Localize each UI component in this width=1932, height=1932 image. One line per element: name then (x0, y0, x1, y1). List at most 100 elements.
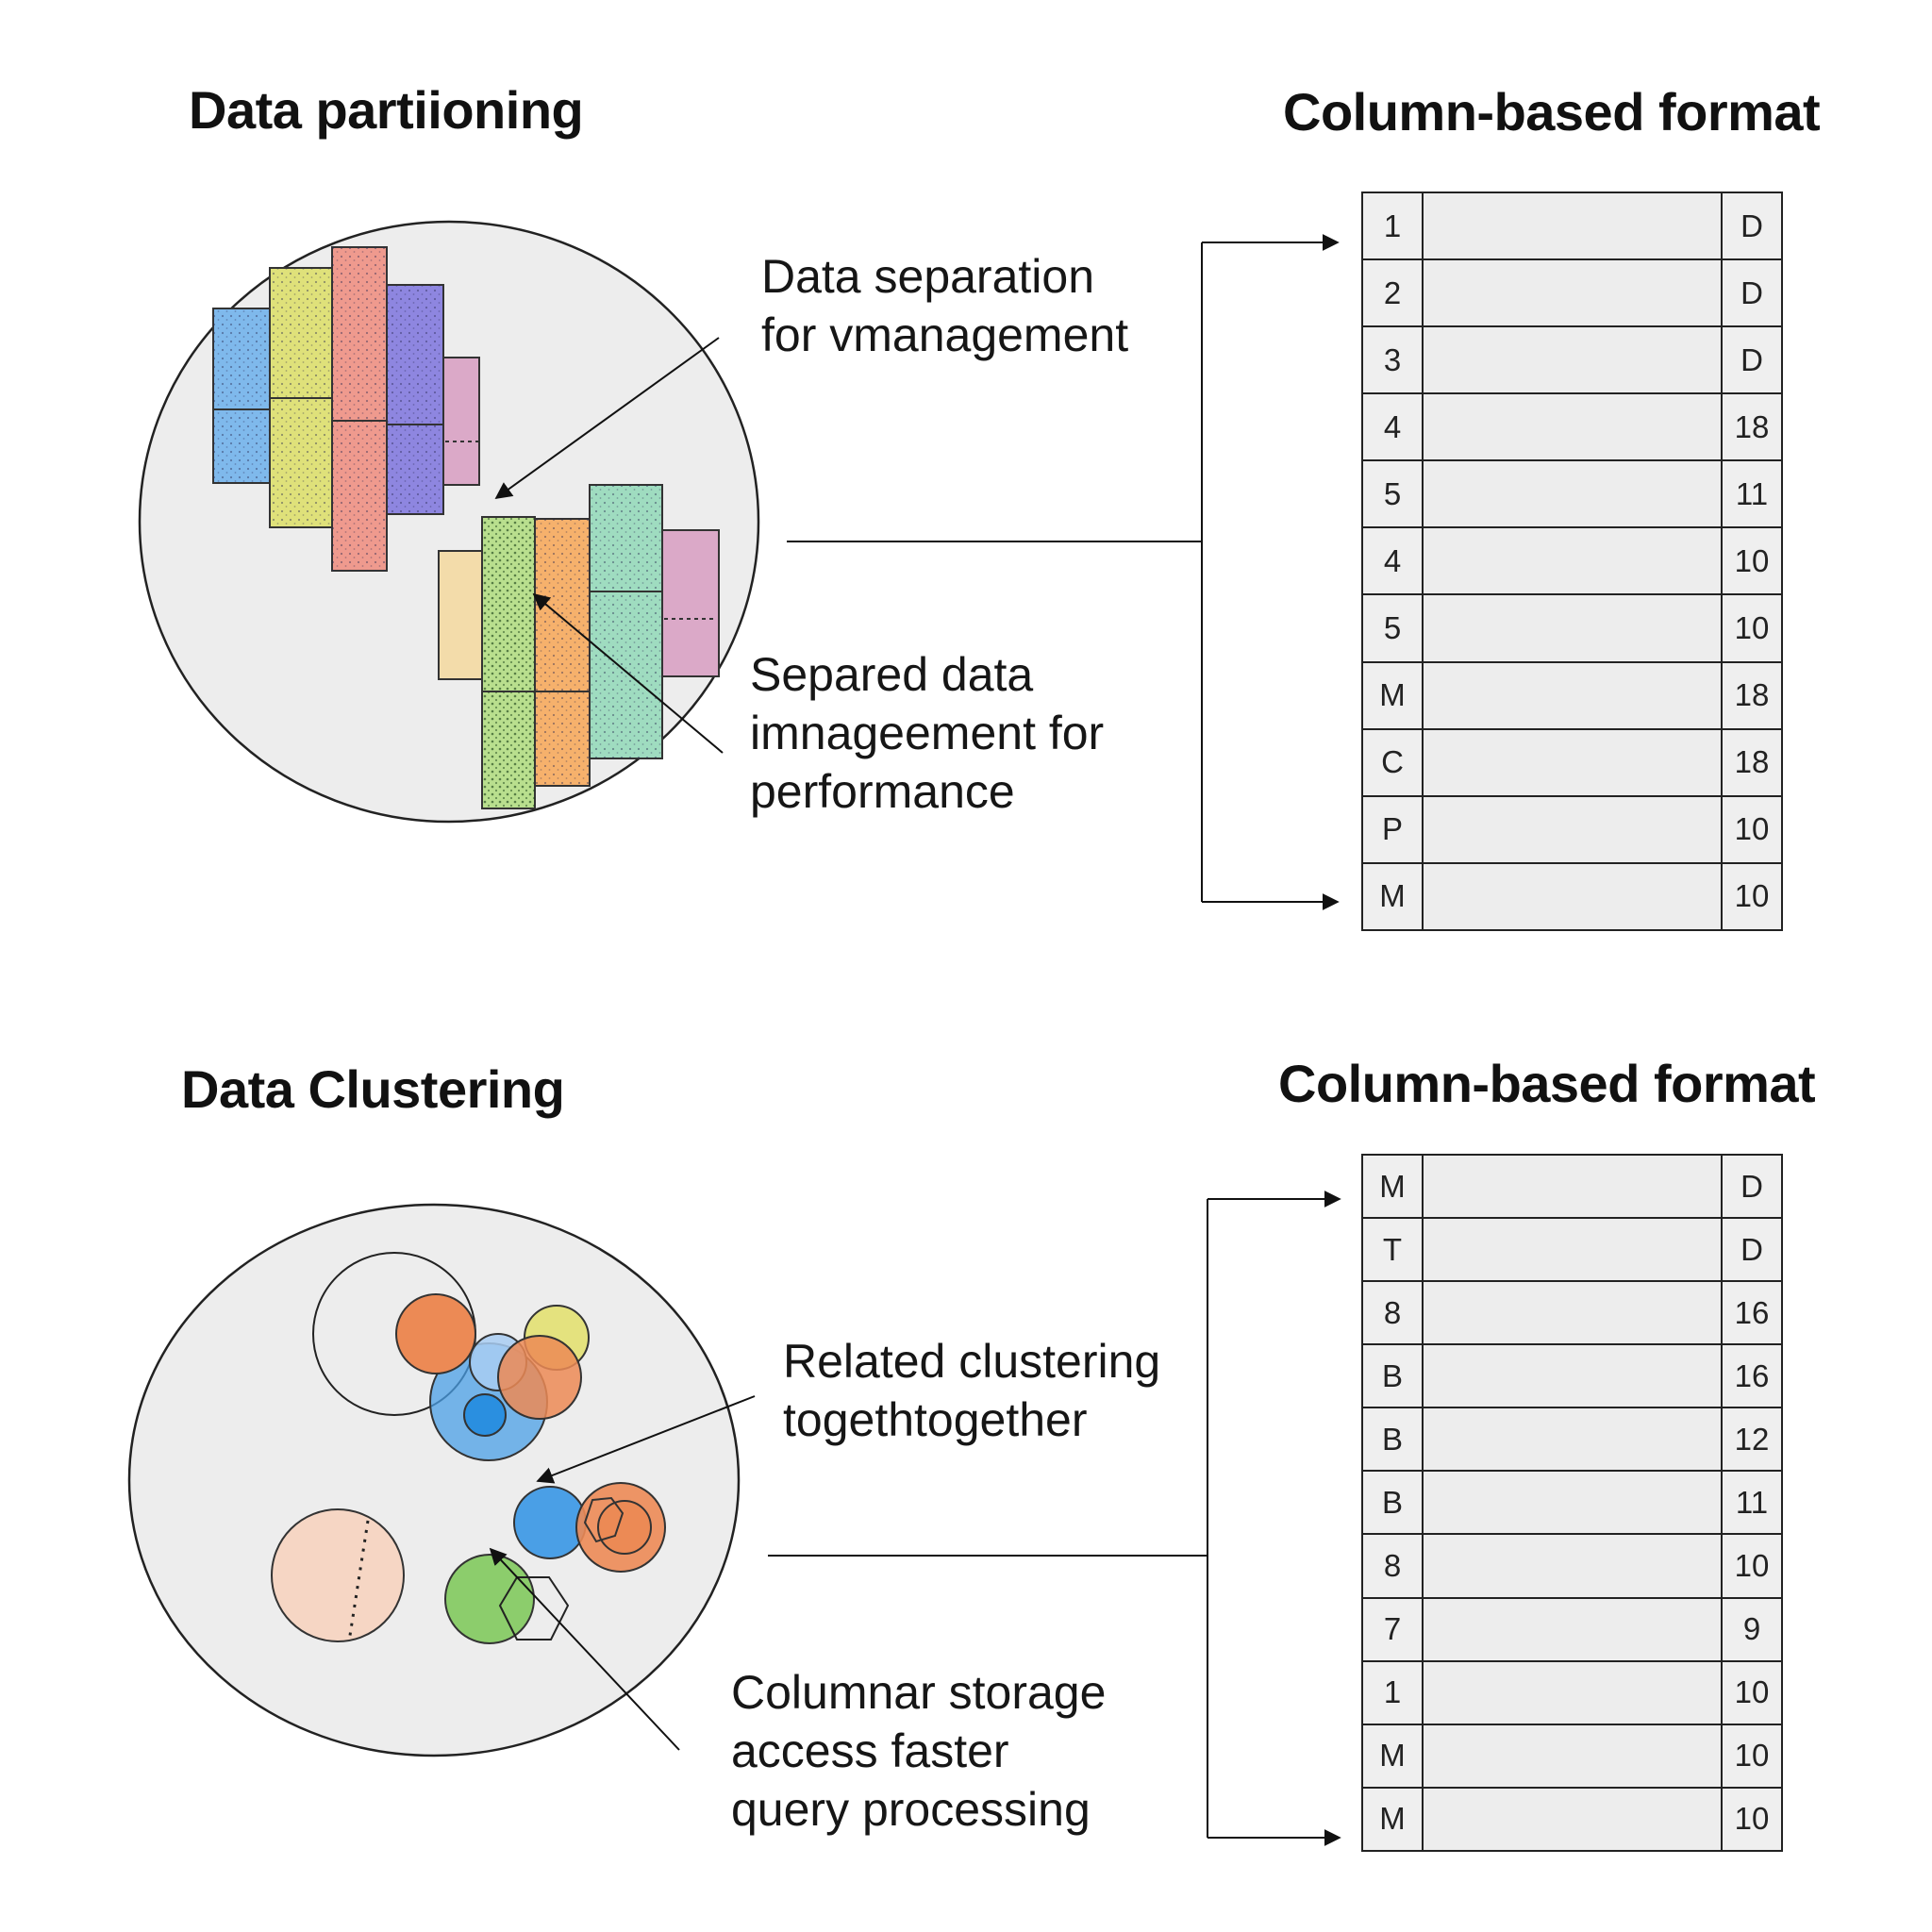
table-row: C 18 (1361, 727, 1783, 797)
row-blank-cell (1422, 593, 1723, 663)
cluster-hex-lower (498, 1576, 570, 1641)
row-value-cell: 10 (1721, 593, 1783, 663)
partition-blocks-lower (438, 484, 720, 809)
row-key-cell: 7 (1361, 1596, 1424, 1662)
row-blank-cell (1422, 794, 1723, 864)
row-blank-cell (1422, 325, 1723, 395)
row-key-cell: M (1361, 1786, 1424, 1853)
row-key-cell: M (1361, 1153, 1424, 1220)
row-blank-cell (1422, 1343, 1723, 1409)
row-key-cell: B (1361, 1470, 1424, 1536)
row-blank-cell (1422, 392, 1723, 462)
table-row: M 10 (1361, 1723, 1783, 1789)
row-key-cell: M (1361, 1723, 1424, 1789)
partition-blocks-upper (212, 246, 480, 572)
bottom-bracket-connector (768, 1191, 1341, 1846)
row-blank-cell (1422, 191, 1723, 261)
row-blank-cell (1422, 1407, 1723, 1473)
bottom-column-format-title: Column-based format (1278, 1054, 1816, 1113)
row-value-cell: 9 (1721, 1596, 1783, 1662)
row-key-cell: B (1361, 1343, 1424, 1409)
row-value-cell: 11 (1721, 459, 1783, 529)
row-value-cell: 10 (1721, 1786, 1783, 1853)
row-blank-cell (1422, 1723, 1723, 1789)
clustering-title: Data Clustering (181, 1059, 565, 1119)
cluster-circle-blue-mid (513, 1486, 587, 1559)
cluster-circle-green (444, 1554, 535, 1644)
row-blank-cell (1422, 1786, 1723, 1853)
row-blank-cell (1422, 1470, 1723, 1536)
table-row: M 10 (1361, 1786, 1783, 1853)
row-key-cell: B (1361, 1407, 1424, 1473)
row-blank-cell (1422, 727, 1723, 797)
callout-related-clustering: Related clustering togethtogether (783, 1335, 1161, 1446)
row-value-cell: 10 (1721, 1723, 1783, 1789)
row-key-cell: 5 (1361, 459, 1424, 529)
row-value-cell: 11 (1721, 1470, 1783, 1536)
table-row: M 10 (1361, 861, 1783, 932)
row-value-cell: 10 (1721, 526, 1783, 596)
cluster-group-top (312, 1252, 590, 1461)
row-key-cell: M (1361, 660, 1424, 730)
table-row: 5 11 (1361, 459, 1783, 529)
partition-block-tan (438, 550, 483, 680)
row-key-cell: T (1361, 1217, 1424, 1283)
related-arrow (536, 1395, 756, 1484)
row-blank-cell (1422, 1217, 1723, 1283)
row-value-cell: D (1721, 258, 1783, 328)
performance-arrow (532, 592, 724, 754)
partition-block-pink (442, 357, 480, 486)
row-value-cell: 18 (1721, 727, 1783, 797)
row-blank-cell (1422, 1153, 1723, 1220)
callout-columnar-storage: Columnar storage access faster query pro… (731, 1666, 1107, 1836)
cluster-circle-orange (395, 1293, 476, 1374)
cluster-circle-orange-inner (597, 1500, 652, 1555)
row-key-cell: 2 (1361, 258, 1424, 328)
cluster-group-middle (513, 1482, 666, 1573)
top-bracket-connector (787, 234, 1340, 910)
row-key-cell: C (1361, 727, 1424, 797)
row-value-cell: D (1721, 1217, 1783, 1283)
row-key-cell: 4 (1361, 526, 1424, 596)
row-blank-cell (1422, 1280, 1723, 1346)
row-blank-cell (1422, 459, 1723, 529)
row-key-cell: 1 (1361, 191, 1424, 261)
row-key-cell: 5 (1361, 593, 1424, 663)
table-row: B 16 (1361, 1343, 1783, 1409)
row-value-cell: D (1721, 191, 1783, 261)
row-key-cell: 4 (1361, 392, 1424, 462)
row-key-cell: M (1361, 861, 1424, 932)
row-value-cell: D (1721, 1153, 1783, 1220)
row-blank-cell (1422, 1533, 1723, 1599)
table-row: 4 10 (1361, 526, 1783, 596)
row-value-cell: 18 (1721, 392, 1783, 462)
row-value-cell: 16 (1721, 1280, 1783, 1346)
top-column-format-title: Column-based format (1283, 82, 1821, 142)
partition-block-pink-2 (661, 529, 720, 677)
partitioning-title: Data partiioning (189, 80, 584, 140)
row-blank-cell (1422, 258, 1723, 328)
callout-separed-data: Separed data imnageement for performance (750, 648, 1105, 818)
row-key-cell: 1 (1361, 1659, 1424, 1725)
row-blank-cell (1422, 1659, 1723, 1725)
row-value-cell: 16 (1721, 1343, 1783, 1409)
clustering-ellipse (127, 1203, 741, 1757)
row-value-cell: D (1721, 325, 1783, 395)
row-blank-cell (1422, 526, 1723, 596)
cluster-circle-peach (271, 1508, 405, 1642)
columnar-arrow (489, 1547, 680, 1751)
table-row: 5 10 (1361, 593, 1783, 663)
row-value-cell: 10 (1721, 861, 1783, 932)
